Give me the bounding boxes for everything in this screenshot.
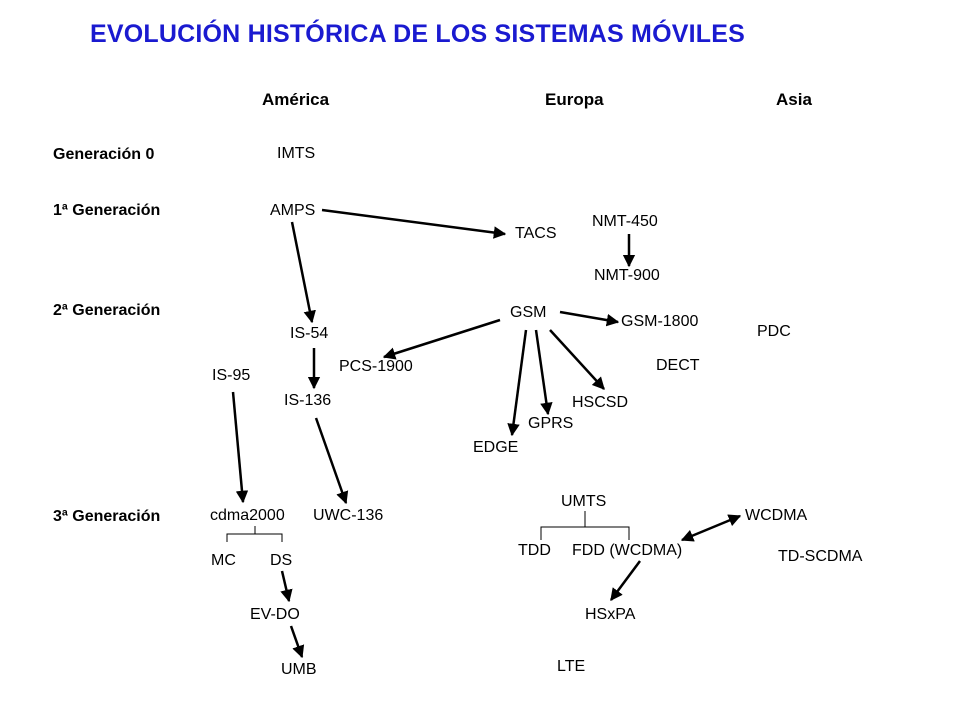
node-edge: EDGE	[473, 439, 519, 456]
arrow-gsm-edge	[507, 329, 528, 437]
column-header-asia: Asia	[776, 90, 812, 109]
node-nmt-450: NMT-450	[592, 213, 658, 230]
generation-2-label: 2ª Generación	[53, 302, 161, 319]
bracket-umts-fdd	[585, 526, 630, 540]
arrow-is136-uwc136	[314, 417, 349, 505]
node-td-scdma: TD-SCDMA	[778, 548, 863, 565]
node-fdd-wcdma: FDD (WCDMA)	[572, 542, 683, 559]
node-amps: AMPS	[270, 202, 316, 219]
node-mc: MC	[211, 552, 236, 569]
column-header-america: América	[262, 90, 330, 109]
bracket-umts	[540, 511, 586, 540]
node-hsxpa: HSxPA	[585, 606, 636, 623]
arrow-gsm-hscsd	[549, 329, 605, 390]
node-gsm: GSM	[510, 304, 547, 321]
node-pcs-1900: PCS-1900	[339, 358, 413, 375]
node-imts: IMTS	[277, 145, 316, 162]
node-wcdma: WCDMA	[745, 507, 808, 524]
node-hscsd: HSCSD	[572, 394, 629, 411]
node-dect: DECT	[656, 357, 700, 374]
arrow-gsm-gprs	[534, 329, 553, 416]
arrow-gsm-gsm1800	[559, 310, 620, 327]
node-is-95: IS-95	[212, 367, 251, 384]
node-uwc-136: UWC-136	[313, 507, 384, 524]
arrow-wcdma-fdd	[680, 514, 742, 542]
generation-3-label: 3ª Generación	[53, 508, 161, 525]
node-ds: DS	[270, 552, 293, 569]
arrow-amps-tacs	[321, 208, 507, 239]
node-gprs: GPRS	[528, 415, 574, 432]
node-is-54: IS-54	[290, 325, 329, 342]
generation-1-label: 1ª Generación	[53, 202, 161, 219]
bracket-cdma2000-ds	[255, 533, 283, 542]
node-umb: UMB	[281, 661, 317, 678]
generation-0-label: Generación 0	[53, 146, 155, 163]
node-umts: UMTS	[561, 493, 607, 510]
arrow-amps-is54	[290, 221, 316, 324]
arrow-evdo-umb	[289, 625, 305, 659]
arrow-is95-cdma2000	[231, 391, 249, 504]
arrow-ds-evdo	[280, 570, 293, 603]
arrow-gsm-pcs1900	[382, 318, 501, 360]
node-is-136: IS-136	[284, 392, 332, 409]
node-tdd: TDD	[518, 542, 551, 559]
bracket-cdma2000	[226, 526, 256, 542]
node-lte: LTE	[557, 658, 586, 675]
column-header-europa: Europa	[545, 90, 604, 109]
node-cdma2000: cdma2000	[210, 507, 285, 524]
diagram-title: EVOLUCIÓN HISTÓRICA DE LOS SISTEMAS MÓVI…	[90, 20, 745, 48]
node-gsm-1800: GSM-1800	[621, 313, 699, 330]
arrow-fdd-hsxpa	[609, 560, 642, 602]
node-pdc: PDC	[757, 323, 791, 340]
node-ev-do: EV-DO	[250, 606, 300, 623]
node-nmt-900: NMT-900	[594, 267, 660, 284]
node-tacs: TACS	[515, 225, 557, 242]
